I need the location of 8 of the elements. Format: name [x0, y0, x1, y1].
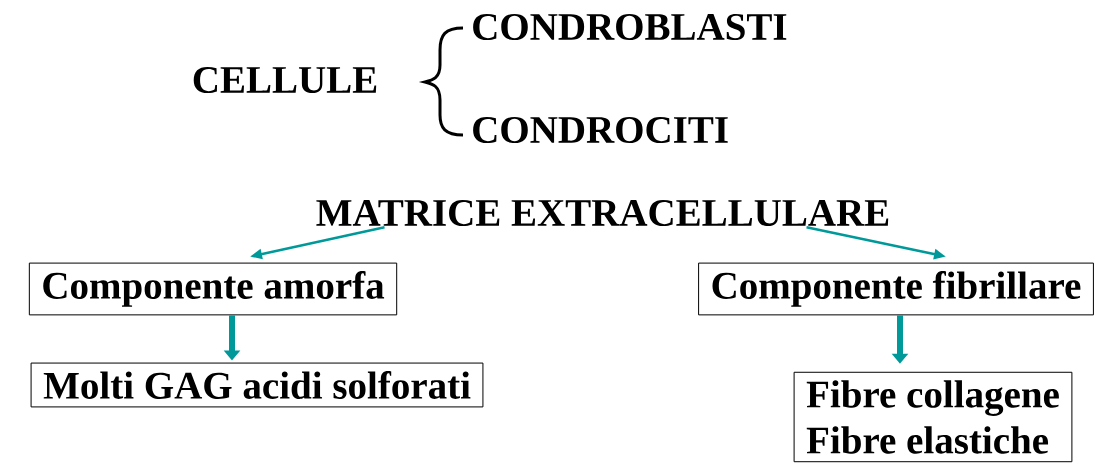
text-box: Fibre collagene Fibre elastiche: [793, 371, 1073, 463]
label-text: CONDROBLASTI: [473, 13, 787, 41]
label-text: CELLULE: [193, 66, 377, 94]
label-text: CONDROCITI: [473, 116, 728, 144]
heading-text: MATRICE EXTRACELLULARE: [316, 199, 889, 227]
text-box: Componente amorfa: [28, 262, 398, 316]
text-box: Molti GAG acidi solforati: [30, 362, 484, 408]
text-box: Componente fibrillare: [698, 262, 1094, 316]
